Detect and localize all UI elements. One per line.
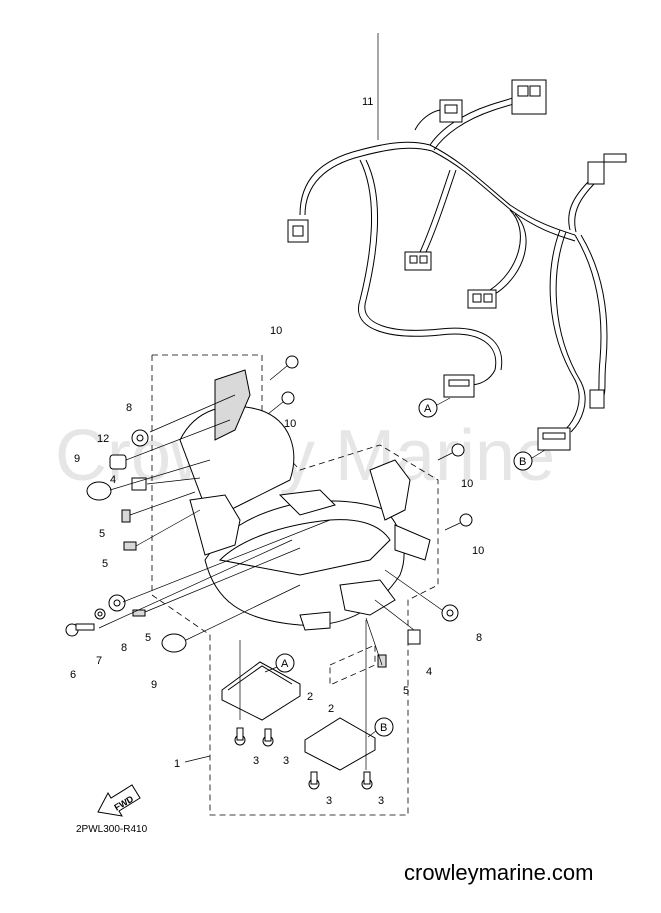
screw-3-c bbox=[308, 771, 320, 790]
bolt-10-upper bbox=[269, 355, 299, 381]
washer-7 bbox=[94, 608, 106, 620]
callout-10-d: 10 bbox=[472, 545, 484, 557]
grommet-9-lower bbox=[161, 633, 187, 653]
svg-text:A: A bbox=[281, 658, 289, 670]
callout-7: 7 bbox=[96, 655, 102, 667]
clip-4-right bbox=[407, 629, 421, 645]
diagram-code: 2PWL300-R410 bbox=[76, 824, 148, 835]
callout-5-b: 5 bbox=[102, 558, 108, 570]
ref-b-module: B bbox=[367, 717, 394, 738]
grommet-9-upper bbox=[86, 481, 112, 501]
grommet-8-left bbox=[131, 429, 149, 447]
ref-b-harness: B bbox=[513, 449, 546, 471]
grommet-8-right bbox=[441, 604, 459, 622]
collar-12 bbox=[109, 454, 127, 470]
grommet-8-lower bbox=[108, 594, 126, 612]
callout-3-d: 3 bbox=[378, 795, 384, 807]
clip-4-left bbox=[131, 477, 147, 491]
callout-3-c: 3 bbox=[326, 795, 332, 807]
fwd-arrow: FWD bbox=[97, 784, 141, 817]
callout-11: 11 bbox=[362, 96, 373, 108]
wire-harness bbox=[287, 79, 627, 451]
bolt-6 bbox=[65, 623, 95, 637]
module-2-b bbox=[304, 717, 376, 771]
callout-10-c: 10 bbox=[461, 478, 473, 490]
callouts: 11 10 10 10 10 8 12 9 4 5 5 5 6 7 8 9 8 … bbox=[70, 96, 484, 807]
ref-a-module: A bbox=[264, 653, 295, 673]
callout-2-a: 2 bbox=[307, 691, 313, 703]
nut-5-b bbox=[123, 541, 137, 551]
bolt-10-right-a bbox=[437, 443, 465, 461]
screw-3-d bbox=[361, 771, 373, 790]
headlight-assembly bbox=[179, 369, 431, 631]
callout-4-a: 4 bbox=[110, 474, 116, 486]
ref-a-harness: A bbox=[418, 397, 451, 418]
callout-5-d: 5 bbox=[403, 685, 409, 697]
svg-text:B: B bbox=[380, 722, 387, 734]
callout-10-b: 10 bbox=[284, 418, 296, 430]
callout-3-b: 3 bbox=[283, 755, 289, 767]
callout-3-a: 3 bbox=[253, 755, 259, 767]
small-parts bbox=[65, 355, 473, 790]
screw-3-a bbox=[234, 727, 246, 746]
callout-8-b: 8 bbox=[121, 642, 127, 654]
callout-10-a: 10 bbox=[270, 325, 282, 337]
assembly-outline bbox=[151, 354, 439, 816]
callout-4-b: 4 bbox=[426, 666, 432, 678]
site-url: crowleymarine.com bbox=[404, 860, 594, 885]
callout-8-a: 8 bbox=[126, 402, 132, 414]
nut-5-d bbox=[377, 654, 387, 668]
module-2-a bbox=[221, 661, 301, 721]
bolt-10-mid bbox=[267, 391, 295, 415]
callout-6: 6 bbox=[70, 669, 76, 681]
nut-5-c bbox=[132, 609, 146, 617]
reference-markers: A B A B bbox=[264, 397, 546, 738]
callout-2-b: 2 bbox=[328, 703, 334, 715]
callout-5-c: 5 bbox=[145, 632, 151, 644]
callout-12: 12 bbox=[97, 433, 109, 445]
callout-1: 1 bbox=[174, 758, 180, 770]
callout-5-a: 5 bbox=[99, 528, 105, 540]
svg-text:B: B bbox=[519, 456, 526, 468]
callout-8-c: 8 bbox=[476, 632, 482, 644]
nut-5-a bbox=[121, 509, 131, 523]
leader-lines bbox=[98, 33, 443, 770]
callout-9-a: 9 bbox=[74, 453, 80, 465]
screw-3-b bbox=[262, 728, 274, 747]
callout-9-b: 9 bbox=[151, 679, 157, 691]
svg-text:A: A bbox=[424, 403, 432, 415]
bolt-10-right-b bbox=[444, 513, 473, 531]
